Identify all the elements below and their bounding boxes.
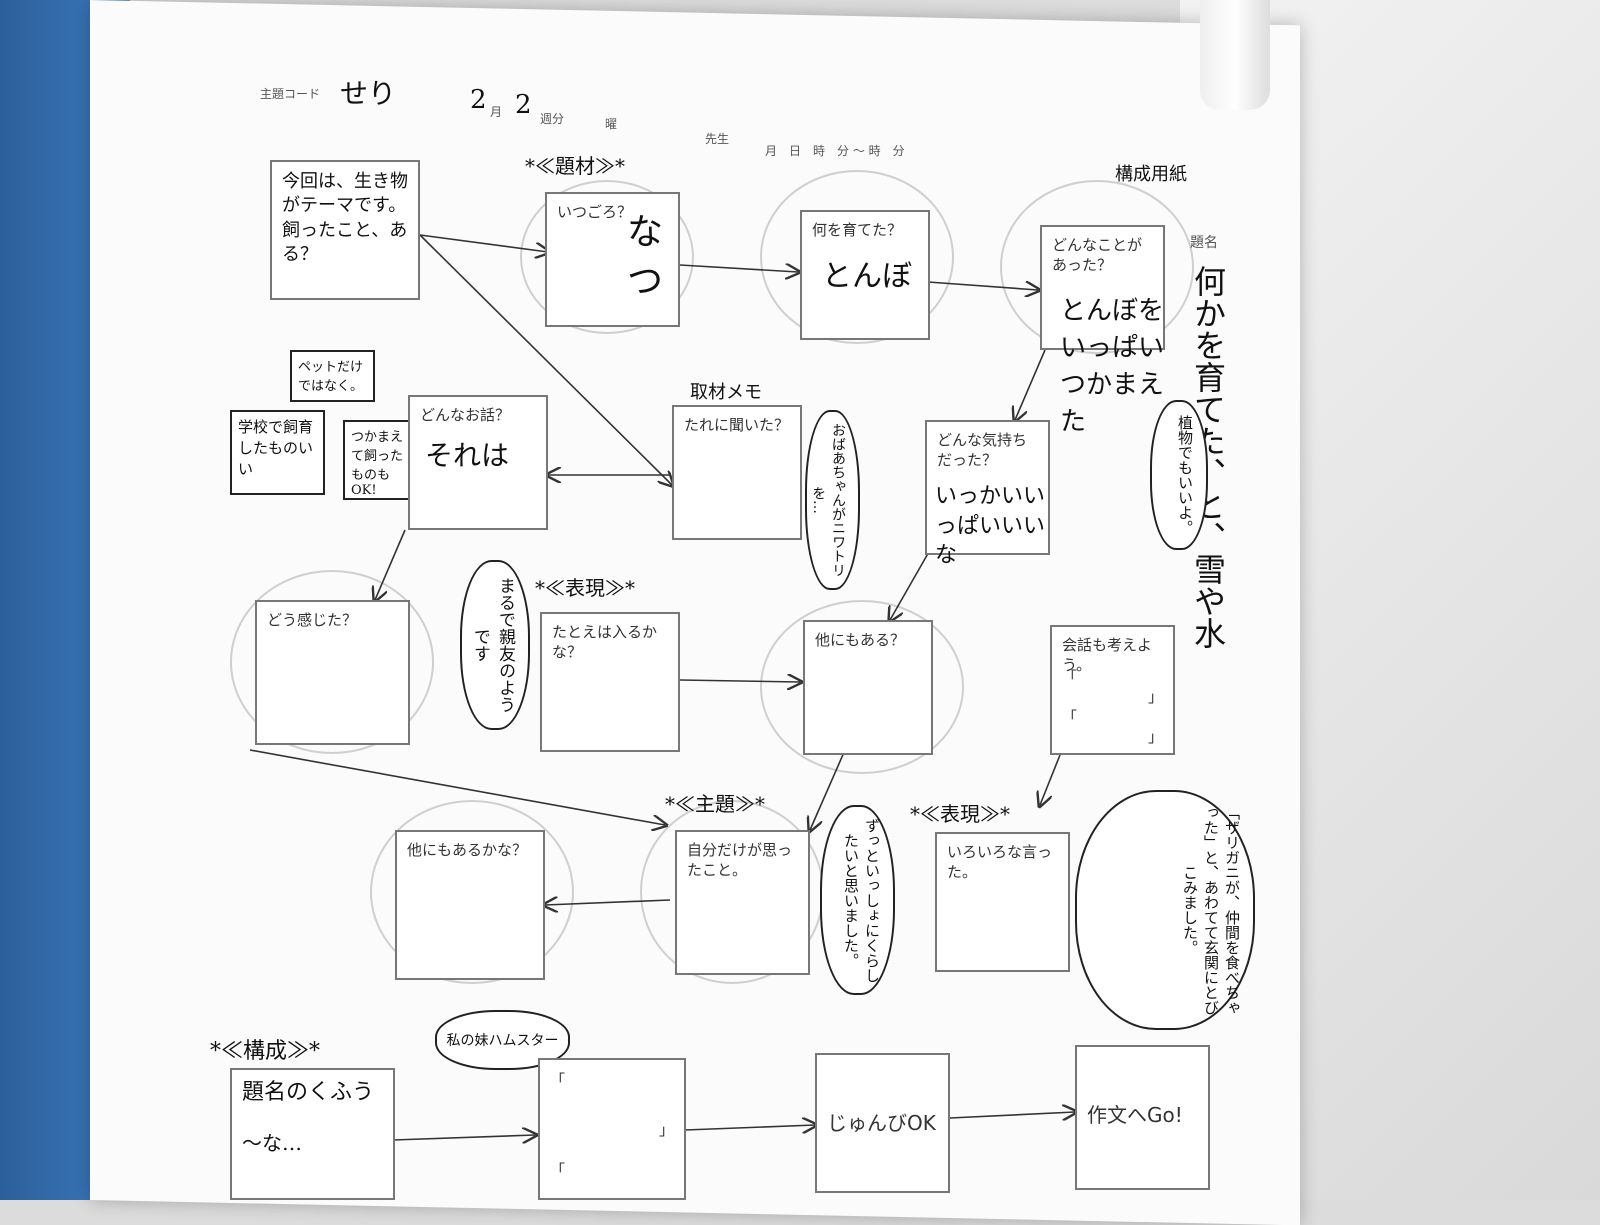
other2-box: 他にもあるかな？ (395, 830, 545, 980)
feeling-prompt: どんな気持ちだった？ (937, 431, 1028, 470)
code-value: せり (340, 77, 397, 110)
expression-label-1: *≪表現≫* (535, 576, 635, 600)
metaphor-box: たとえは入るかな？ (540, 612, 680, 752)
worksheet-header: 主題コード せり 2 月 2 週分 曜 先生 月 日 時 分 ～ 時 分 構成用… (185, 70, 1225, 185)
quote-close-2: 」 (1147, 728, 1163, 746)
other-prompt: 他にもある？ (815, 631, 906, 649)
bg-cloud (1000, 180, 1194, 354)
teacher-label: 先生 (705, 132, 730, 146)
always-bubble: ずっといっしょにくらしたいと思いました。 (820, 805, 895, 995)
conversation-answer: それは (425, 439, 510, 472)
dialogue-prompt: 会話も考えよう。 (1062, 636, 1153, 675)
how-felt-prompt: どう感じた？ (267, 611, 358, 629)
quote-open-2: 「 (1062, 708, 1078, 726)
various-box: いろいろな言った。 (935, 832, 1070, 972)
who-asked-box: たれに聞いた？ (672, 405, 802, 540)
theme-label: *≪主題≫* (665, 792, 765, 816)
feeling-answer: いっかいいっぱいいいな (935, 484, 1046, 569)
day-label: 曜 (605, 117, 618, 131)
animal-answer: とんぼ (822, 259, 912, 294)
note-catch: つかまえて飼ったものもOK! (343, 420, 413, 500)
what-raised-box: 何を育てた？ とんぼ (800, 210, 930, 340)
title-idea-box: 題名のくふう ～な… (230, 1068, 395, 1200)
grandma-bubble: おばあちゃんがニワトリを… (805, 410, 860, 590)
week-label: 週分 (540, 112, 565, 126)
quote-open-4: 「 (550, 1161, 566, 1179)
paper-roll-edge (1200, 0, 1270, 110)
what-happened-box: どんなことがあった？ (1040, 225, 1165, 350)
other2-prompt: 他にもあるかな？ (407, 841, 528, 859)
ready-text: じゅんびOK (827, 1111, 936, 1135)
memo-title: 取材メモ (690, 382, 762, 403)
topic-label: *≪題材≫* (525, 154, 625, 178)
when-box: いつごろ？ なつ (545, 192, 680, 327)
bg-cloud (760, 600, 964, 774)
quote-open-3: 「 (550, 1071, 566, 1089)
week-value: 2 (515, 90, 532, 120)
event-answer: とんぼをいっぱいつかまえた (1060, 296, 1165, 437)
title-idea-prompt: 題名のくふう (242, 1080, 375, 1105)
quote-close-1: 」 (1147, 688, 1163, 706)
quote-open-1: 「 (1062, 668, 1078, 686)
hamster-bubble: 私の妹ハムスター (435, 1010, 570, 1070)
theme-prompt: 自分だけが思ったこと。 (687, 841, 793, 880)
dialogue-box: 会話も考えよう。 「 「 」 」 (1050, 625, 1175, 755)
quote-close-3: 」 (658, 1121, 674, 1139)
sheet-title: 構成用紙 (1115, 164, 1187, 185)
who-asked-prompt: たれに聞いた？ (684, 416, 790, 434)
month-label: 月 (490, 105, 503, 119)
season-answer: なつ (627, 212, 664, 302)
bg-cloud (760, 170, 954, 344)
other-box: 他にもある？ (803, 620, 933, 755)
what-happened-prompt: どんなことがあった？ (1052, 236, 1143, 275)
what-raised-prompt: 何を育てた？ (812, 221, 903, 239)
title-example: ～な… (242, 1131, 302, 1155)
structure-label: *≪構成≫* (210, 1039, 321, 1064)
ready-box: じゅんびOK (815, 1053, 950, 1193)
note-school: 学校で飼育したものいい (230, 410, 325, 495)
various-prompt: いろいろな言った。 (947, 843, 1053, 882)
conversation-prompt: どんなお話？ (420, 406, 511, 424)
conversation-box: どんなお話？ それは (408, 395, 548, 530)
feeling-box: どんな気持ちだった？ いっかいいっぱいいいな (925, 420, 1050, 568)
go-text: 作文へGo! (1087, 1103, 1183, 1127)
code-label: 主題コード (260, 87, 321, 101)
title-label: 題名 (1190, 235, 1218, 251)
intro-box: 今回は、生き物がテーマです。飼ったこと、ある？ (270, 160, 420, 300)
theme-box: 自分だけが思ったこと。 (675, 830, 810, 975)
go-box: 作文へGo! (1075, 1045, 1210, 1190)
when-prompt: いつごろ？ (557, 203, 633, 221)
how-felt-box: どう感じた？ (255, 600, 410, 745)
friend-bubble: まるで親友のようです (460, 560, 530, 730)
metaphor-prompt: たとえは入るかな？ (552, 623, 658, 662)
expression-label-2: *≪表現≫* (910, 802, 1010, 826)
sample-bubble: 「ザリガニが、仲間を食べちゃった」と、あわてて玄関にとびこみました。 (1075, 790, 1255, 1030)
date-template: 月 日 時 分 ～ 時 分 (765, 144, 905, 158)
plants-bubble: 植物でもいいよ。 (1150, 400, 1208, 550)
blank-box: 「 」 「 (538, 1058, 686, 1200)
month-value: 2 (470, 85, 487, 115)
note-pet-only: ペットだけではなく。 (290, 350, 375, 402)
